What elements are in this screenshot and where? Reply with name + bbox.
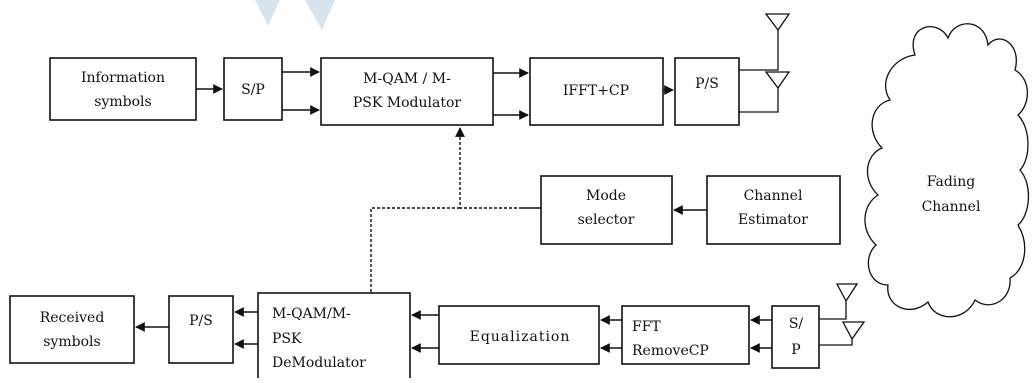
- fft-remove-cp-line-2: RemoveCP: [632, 343, 709, 359]
- demodulator-line-1: M-QAM/M-: [272, 306, 351, 322]
- demodulator-block: M-QAM/M- PSK DeModulator: [257, 292, 411, 383]
- fading-channel-cloud: Fading Channel: [864, 23, 1030, 318]
- ps-tx-label: P/S: [695, 76, 719, 92]
- control-connections: [366, 127, 707, 317]
- sp-tx-block: S/P: [223, 57, 283, 121]
- received-symbols-block: Received symbols: [9, 295, 135, 364]
- equalization-block: Equalization: [438, 305, 600, 365]
- received-symbols-line-2: symbols: [43, 334, 100, 350]
- ifft-cp-block: IFFT+CP: [529, 57, 664, 126]
- ifft-cp-label: IFFT+CP: [563, 83, 629, 99]
- modulator-block: M-QAM / M- PSK Modulator: [320, 57, 494, 126]
- ps-rx-label: P/S: [189, 313, 213, 329]
- mode-selector-line-2: selector: [578, 212, 635, 228]
- equalization-label: Equalization: [470, 329, 571, 345]
- header-decoration: [255, 0, 335, 30]
- info-symbols-line-1: Information: [81, 70, 165, 86]
- rx-antenna-2: [819, 321, 866, 346]
- rx-connections: [135, 307, 772, 353]
- modulator-line-2: PSK Modulator: [353, 95, 462, 111]
- fading-channel-line-2: Channel: [922, 199, 981, 215]
- fft-remove-cp-block: FFT RemoveCP: [621, 305, 750, 365]
- fft-remove-cp-line-1: FFT: [632, 319, 661, 335]
- rx-antenna-1: [819, 283, 859, 320]
- tx-connections: [196, 67, 674, 120]
- info-symbols-block: Information symbols: [49, 57, 197, 121]
- tx-antenna-1: [739, 13, 791, 71]
- demodulator-line-2: PSK: [272, 331, 302, 347]
- ps-rx-block: P/S: [168, 295, 234, 364]
- channel-estimator-block: Channel Estimator: [706, 175, 841, 245]
- mode-selector-block: Mode selector: [540, 175, 673, 245]
- fading-channel-line-1: Fading: [927, 174, 976, 190]
- mode-selector-line-1: Mode: [586, 188, 626, 204]
- received-symbols-line-1: Received: [40, 310, 105, 326]
- sp-rx-block: S/ P: [771, 305, 820, 369]
- sp-rx-line-2: P: [791, 342, 800, 358]
- sp-rx-line-1: S/: [789, 316, 804, 332]
- sp-tx-label: S/P: [241, 82, 265, 98]
- ps-tx-block: P/S: [674, 57, 740, 126]
- tx-antenna-2: [739, 71, 791, 113]
- modulator-line-1: M-QAM / M-: [363, 71, 451, 87]
- demodulator-line-3: DeModulator: [272, 355, 366, 371]
- channel-estimator-line-1: Channel: [744, 188, 803, 204]
- info-symbols-line-2: symbols: [94, 94, 151, 110]
- channel-estimator-line-2: Estimator: [738, 212, 808, 228]
